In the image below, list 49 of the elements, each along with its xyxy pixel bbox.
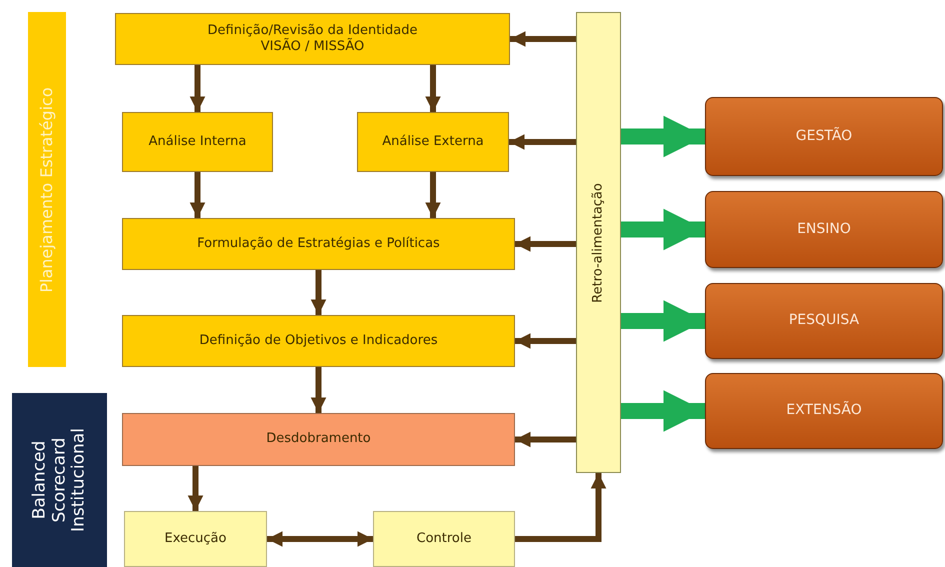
- node-text: Retro-alimentação: [591, 182, 606, 302]
- process-box: [122, 413, 515, 466]
- node-text: Balanced Scorecard Institucional: [30, 427, 89, 534]
- node-text: Controle: [416, 530, 472, 548]
- node-text: EXTENSÃO: [786, 402, 862, 420]
- node-text: Definição de Objetivos e Indicadores: [199, 332, 438, 350]
- arrow: [515, 473, 606, 542]
- arrow: [190, 65, 206, 112]
- process-box: [122, 112, 273, 172]
- arrow: [310, 367, 326, 413]
- arrow: [267, 531, 373, 547]
- arrow: [425, 65, 441, 112]
- node-text: Planejamento Estratégico: [38, 86, 56, 292]
- output-box: [705, 191, 943, 268]
- section-band: [28, 12, 66, 367]
- arrow: [515, 236, 576, 252]
- arrow: [621, 300, 705, 342]
- node-text: Análise Externa: [382, 134, 484, 150]
- output-box: [705, 97, 943, 176]
- node-text: Definição/Revisão da Identidade: [208, 22, 418, 38]
- section-band: [12, 393, 107, 567]
- arrow: [621, 116, 705, 158]
- process-box: [373, 511, 515, 567]
- node-text: Execução: [164, 530, 226, 548]
- node-text: VISÃO / MISSÃO: [260, 39, 364, 56]
- arrow: [310, 270, 326, 315]
- node-text: PESQUISA: [788, 312, 860, 330]
- arrow: [190, 172, 206, 218]
- arrow: [515, 432, 576, 448]
- node-text: Análise Interna: [148, 134, 246, 150]
- process-box: [122, 218, 515, 270]
- arrow: [425, 172, 441, 218]
- node-text: Desdobramento: [266, 431, 371, 448]
- process-box: [122, 315, 515, 367]
- node-text: ENSINO: [797, 220, 851, 238]
- node-text: Formulação de Estratégias e Políticas: [197, 236, 440, 252]
- node-text: GESTÃO: [796, 128, 852, 146]
- process-box: [115, 13, 510, 65]
- arrow: [621, 208, 705, 250]
- feedback-bar: [576, 12, 621, 473]
- process-box: [357, 112, 509, 172]
- process-box: [124, 511, 267, 567]
- arrow: [509, 134, 576, 150]
- arrow: [621, 390, 705, 432]
- output-box: [705, 283, 943, 359]
- arrow: [510, 31, 576, 47]
- arrow: [188, 466, 204, 511]
- arrow: [515, 333, 576, 349]
- output-box: [705, 373, 943, 449]
